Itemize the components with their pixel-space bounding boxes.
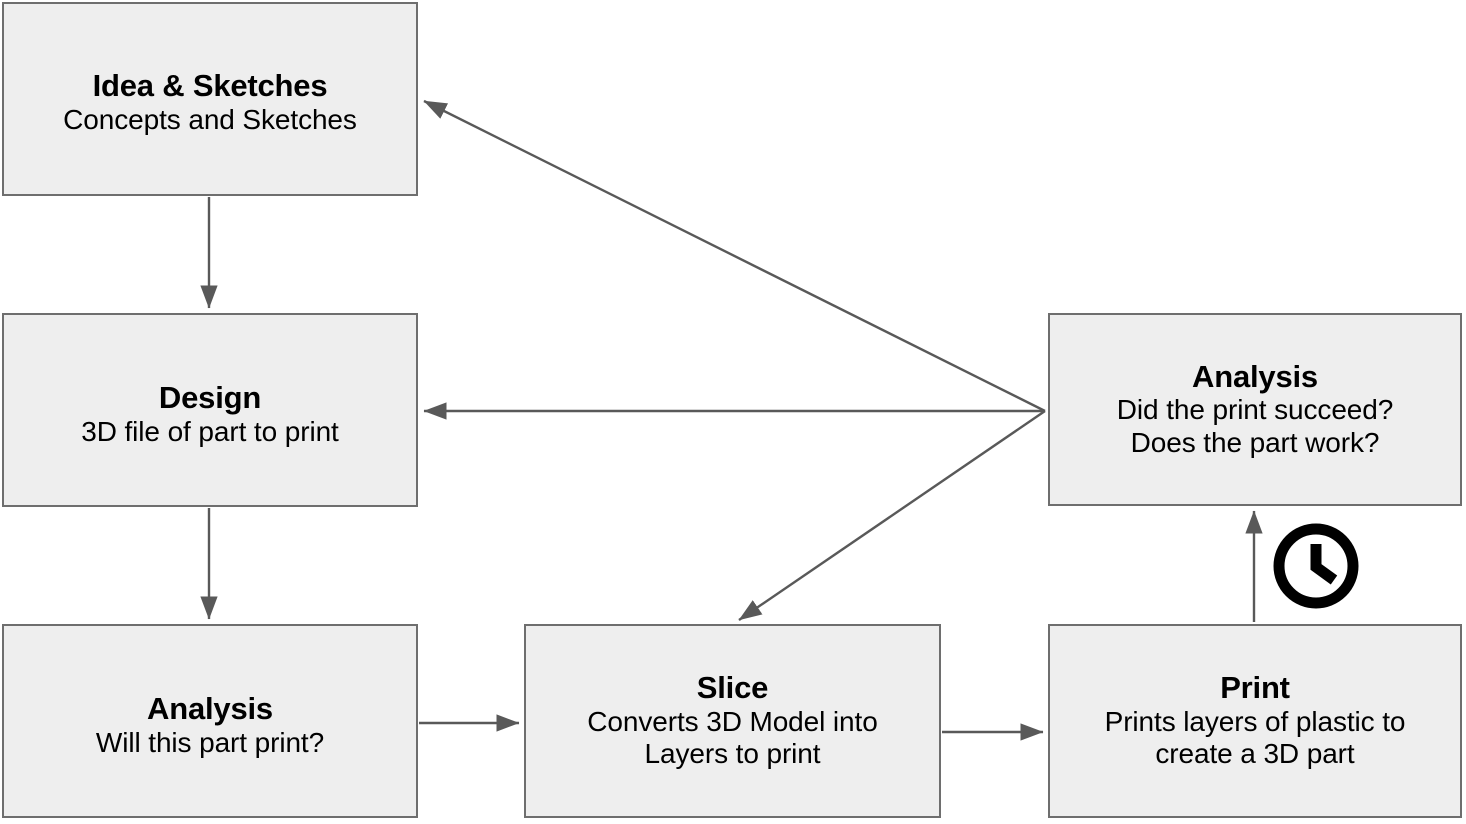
clock-icon	[1273, 523, 1359, 609]
node-description-line2: Does the part work?	[1130, 426, 1380, 458]
node-description: Prints layers of plastic to create a 3D …	[1105, 706, 1406, 771]
node-title: Slice	[696, 670, 769, 706]
node-description-line2: create a 3D part	[1155, 738, 1355, 770]
node-title: Analysis	[1192, 358, 1318, 394]
node-description-line1: Concepts and Sketches	[63, 104, 357, 136]
node-description-line1: Prints layers of plastic to	[1104, 705, 1406, 737]
edge-analysis-post-to-idea	[423, 99, 1046, 413]
node-description-line1: Converts 3D Model into	[587, 705, 878, 737]
node-slice[interactable]: Slice Converts 3D Model into Layers to p…	[524, 624, 941, 818]
node-print[interactable]: Print Prints layers of plastic to create…	[1048, 624, 1462, 818]
node-analysis-post-print[interactable]: Analysis Did the print succeed? Does the…	[1048, 313, 1462, 506]
node-title: Analysis	[147, 691, 273, 727]
node-title: Design	[158, 380, 262, 416]
node-title: Print	[1220, 670, 1290, 706]
node-title: Idea & Sketches	[92, 68, 328, 104]
node-description: Will this part print?	[96, 727, 324, 759]
node-description-line2: Layers to print	[644, 738, 821, 770]
node-description: Converts 3D Model into Layers to print	[587, 706, 877, 771]
node-idea-and-sketches[interactable]: Idea & Sketches Concepts and Sketches	[2, 2, 418, 196]
node-description-line1: Did the print succeed?	[1116, 394, 1394, 426]
node-description-line1: 3D file of part to print	[81, 416, 339, 448]
node-description: Did the print succeed? Does the part wor…	[1116, 394, 1394, 459]
node-description: 3D file of part to print	[81, 416, 339, 448]
node-description: Concepts and Sketches	[63, 104, 357, 136]
node-design[interactable]: Design 3D file of part to print	[2, 313, 418, 507]
edge-analysis-post-to-slice	[738, 410, 1046, 621]
node-analysis-pre-print[interactable]: Analysis Will this part print?	[2, 624, 418, 818]
node-description-line1: Will this part print?	[95, 727, 325, 759]
